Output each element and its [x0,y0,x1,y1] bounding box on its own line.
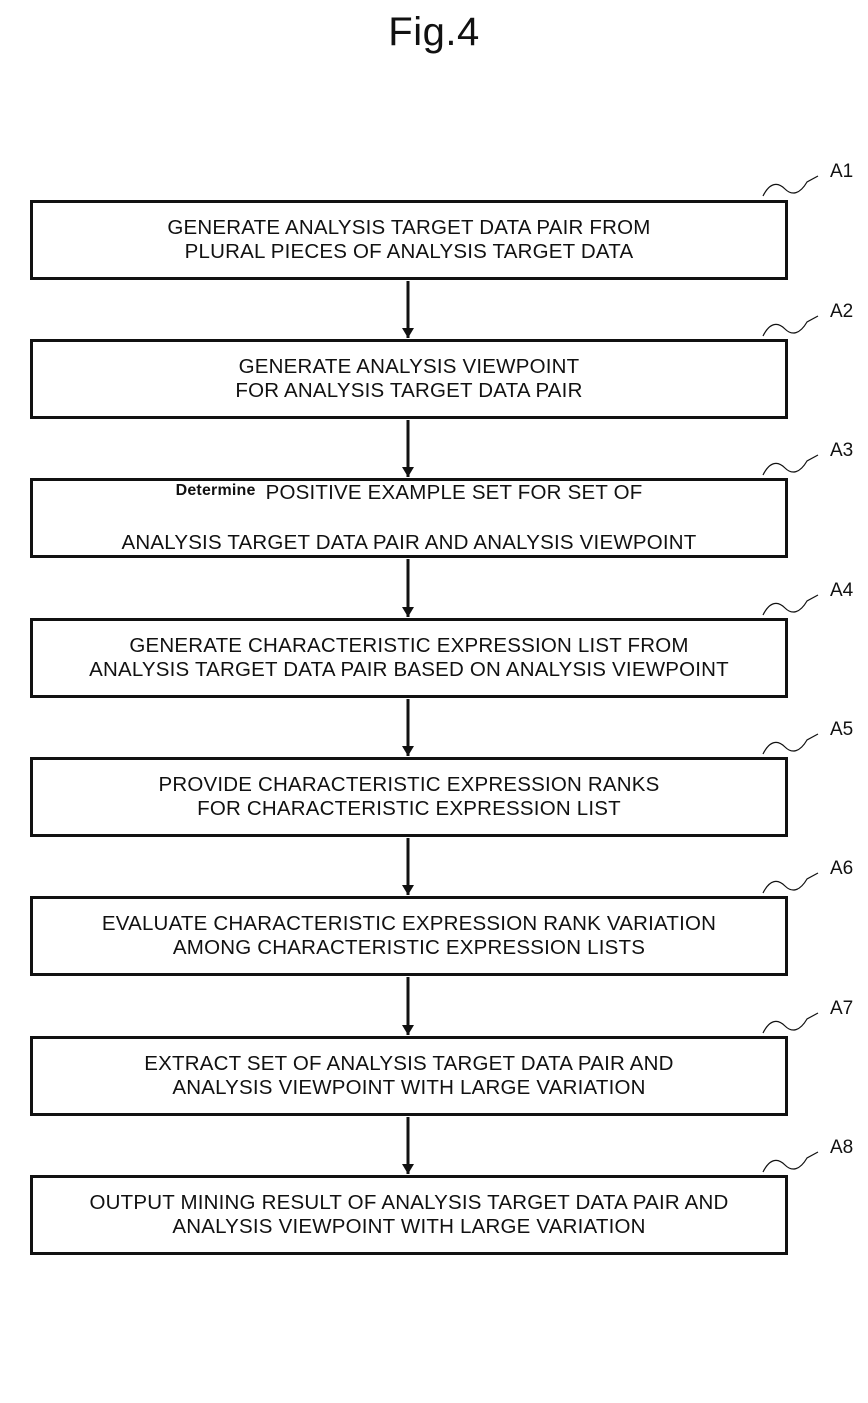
label-leader-a8 [762,1151,819,1173]
step-box-a1: GENERATE ANALYSIS TARGET DATA PAIR FROM … [30,200,788,280]
arrowhead-a7 [402,1025,414,1035]
arrowhead-a4 [402,607,414,617]
step-box-a2: GENERATE ANALYSIS VIEWPOINT FOR ANALYSIS… [30,339,788,419]
step-box-a6: EVALUATE CHARACTERISTIC EXPRESSION RANK … [30,896,788,976]
step-label-a4: A4 [830,580,854,601]
step-label-a7: A7 [830,998,854,1019]
step-text-a3: Determine POSITIVE EXAMPLE SET FOR SET OF… [121,457,696,579]
step-label-a6: A6 [830,858,854,879]
arrowhead-a5 [402,746,414,756]
label-leader-a1 [762,175,819,197]
label-leader-a3 [762,454,819,476]
step-box-a4: GENERATE CHARACTERISTIC EXPRESSION LIST … [30,618,788,698]
step-text-a4: GENERATE CHARACTERISTIC EXPRESSION LIST … [89,634,729,681]
step-text-a8: OUTPUT MINING RESULT OF ANALYSIS TARGET … [89,1191,729,1238]
step-line2-a3: ANALYSIS TARGET DATA PAIR AND ANALYSIS V… [121,531,697,554]
arrowhead-a8 [402,1164,414,1174]
arrowhead-a6 [402,885,414,895]
step-text-a5: PROVIDE CHARACTERISTIC EXPRESSION RANKS … [158,773,660,820]
step-line1-a3: POSITIVE EXAMPLE SET FOR SET OF [265,481,643,504]
step-prefix-a3: Determine [175,482,256,499]
step-text-a1: GENERATE ANALYSIS TARGET DATA PAIR FROM … [167,216,651,263]
step-label-a2: A2 [830,301,854,322]
step-label-a3: A3 [830,440,854,461]
step-box-a7: EXTRACT SET OF ANALYSIS TARGET DATA PAIR… [30,1036,788,1116]
step-box-a3: Determine POSITIVE EXAMPLE SET FOR SET OF… [30,478,788,558]
figure-title: Fig.4 [388,10,480,54]
label-leader-a4 [762,594,819,616]
label-leader-a7 [762,1012,819,1034]
step-label-a8: A8 [830,1137,854,1158]
label-leader-a6 [762,872,819,894]
step-text-a6: EVALUATE CHARACTERISTIC EXPRESSION RANK … [101,912,717,959]
step-box-a8: OUTPUT MINING RESULT OF ANALYSIS TARGET … [30,1175,788,1255]
step-text-a2: GENERATE ANALYSIS VIEWPOINT FOR ANALYSIS… [235,355,583,402]
step-label-a1: A1 [830,161,854,182]
label-leader-a5 [762,733,819,755]
step-label-a5: A5 [830,719,854,740]
label-leader-a2 [762,315,819,337]
step-box-a5: PROVIDE CHARACTERISTIC EXPRESSION RANKS … [30,757,788,837]
arrowhead-a2 [402,328,414,338]
step-text-a7: EXTRACT SET OF ANALYSIS TARGET DATA PAIR… [144,1052,674,1099]
